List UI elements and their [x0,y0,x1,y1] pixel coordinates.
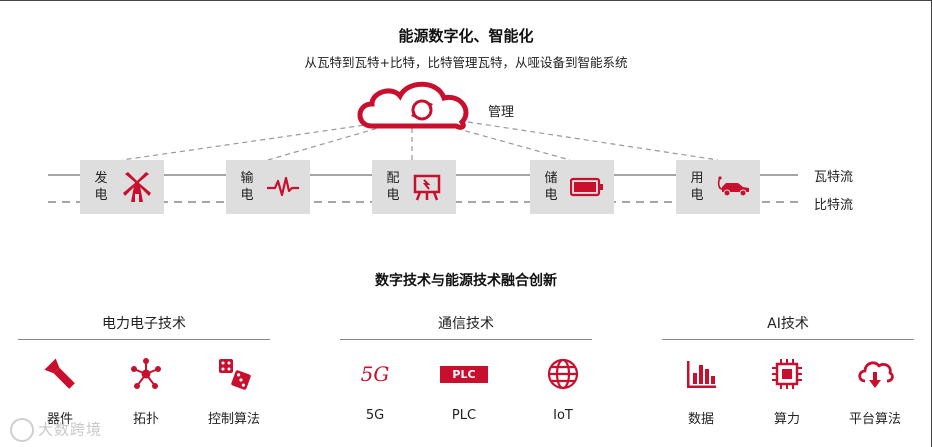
node-storage: 储电 [530,160,614,214]
topology-icon [116,356,176,392]
group-title-communication: 通信技术 [438,316,494,332]
item-label-devices: 器件 [46,412,73,427]
cloud-icon [357,81,469,130]
cloud-label: 管理 [488,105,515,120]
group-title-power-electronics: 电力电子技术 [102,316,186,332]
watermark-text: 大数跨境 [38,420,103,439]
node-char: 电 [386,188,400,203]
globe-icon [533,356,593,392]
item-label-computing-power: 算力 [773,412,800,427]
section-title: 数字技术与能源技术融合创新 [375,273,557,289]
5g-icon-text: 5G [360,362,390,386]
item-label-data: 数据 [687,412,714,427]
waveform-icon [266,175,300,199]
bit-flow-label: 比特流 [814,198,854,213]
watt-flow-label: 瓦特流 [814,170,854,185]
item-label-5g: 5G [365,408,385,423]
transformer-icon [412,172,442,202]
page-title: 能源数字化、智能化 [398,27,534,45]
node-char: 用 [690,171,704,186]
watermark-logo-icon [10,418,34,442]
node-consumption: 用电 [676,160,760,214]
node-transmission: 输电 [226,160,310,214]
frame-top-border [0,0,932,1]
bar-chart-icon [671,356,731,392]
node-char: 电 [94,188,108,203]
energy-flow-diagram [48,81,798,203]
node-char: 储 [544,171,558,186]
page-subtitle: 从瓦特到瓦特+比特，比特管理瓦特，从哑设备到智能系统 [304,55,628,70]
5g-icon: 5G [345,356,405,392]
node-char: 配 [386,171,400,186]
flashlight-icon [30,356,90,392]
dice-icon [204,356,264,392]
windmill-icon [120,170,154,204]
watermark: 大数跨境 [10,418,102,442]
node-generation: 发电 [80,160,164,214]
node-char: 输 [240,171,254,186]
link-transmission [267,125,386,161]
group-divider [340,339,592,340]
item-label-topology: 拓扑 [132,412,159,427]
cloud-download-icon [845,356,905,392]
link-consumption [467,121,719,161]
electric-car-icon [716,175,752,199]
plc-icon: PLC [434,356,494,392]
group-divider [18,339,270,340]
node-char: 电 [690,188,704,203]
group-title-ai: AI技术 [767,316,809,332]
item-label-iot: IoT [553,408,573,423]
chip-icon [757,356,817,392]
management-links [121,121,719,161]
battery-icon [570,177,604,197]
plc-icon-text: PLC [440,365,488,383]
item-label-platform-algorithm: 平台算法 [848,412,901,427]
group-divider [662,339,914,340]
link-generation [121,123,373,161]
item-label-control-algorithm: 控制算法 [207,412,260,427]
node-char: 发 [94,171,108,186]
link-storage [447,125,571,161]
node-distribution: 配电 [372,160,456,214]
item-label-plc: PLC [451,408,477,423]
node-char: 电 [544,188,558,203]
node-char: 电 [240,188,254,203]
